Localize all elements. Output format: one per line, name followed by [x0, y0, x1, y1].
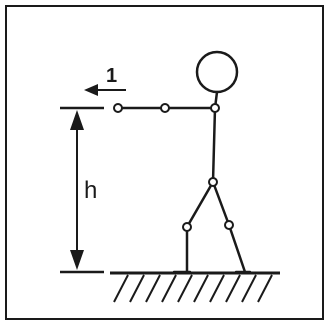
hand-joint: [113, 103, 123, 113]
figure-head: [195, 50, 239, 94]
ground: [110, 271, 280, 303]
figure-joints: [113, 103, 234, 232]
hip-joint: [208, 177, 218, 187]
elbow-joint: [160, 103, 170, 113]
height-arrow-head-up: [70, 110, 84, 130]
diagram-frame: [5, 5, 324, 320]
right-knee-joint: [224, 220, 234, 230]
left-knee-joint: [182, 222, 192, 232]
direction-arrow: [84, 84, 126, 96]
direction-arrow-head: [84, 84, 98, 96]
shoulder-joint: [210, 103, 220, 113]
height-arrow-head-down: [70, 250, 84, 270]
figure-torso: [211, 106, 217, 184]
height-dimension: [60, 106, 104, 274]
height-label: h: [84, 177, 97, 204]
direction-arrow-label: 1: [106, 65, 117, 87]
ground-hatching: [113, 274, 273, 303]
stick-figure: [116, 50, 252, 274]
